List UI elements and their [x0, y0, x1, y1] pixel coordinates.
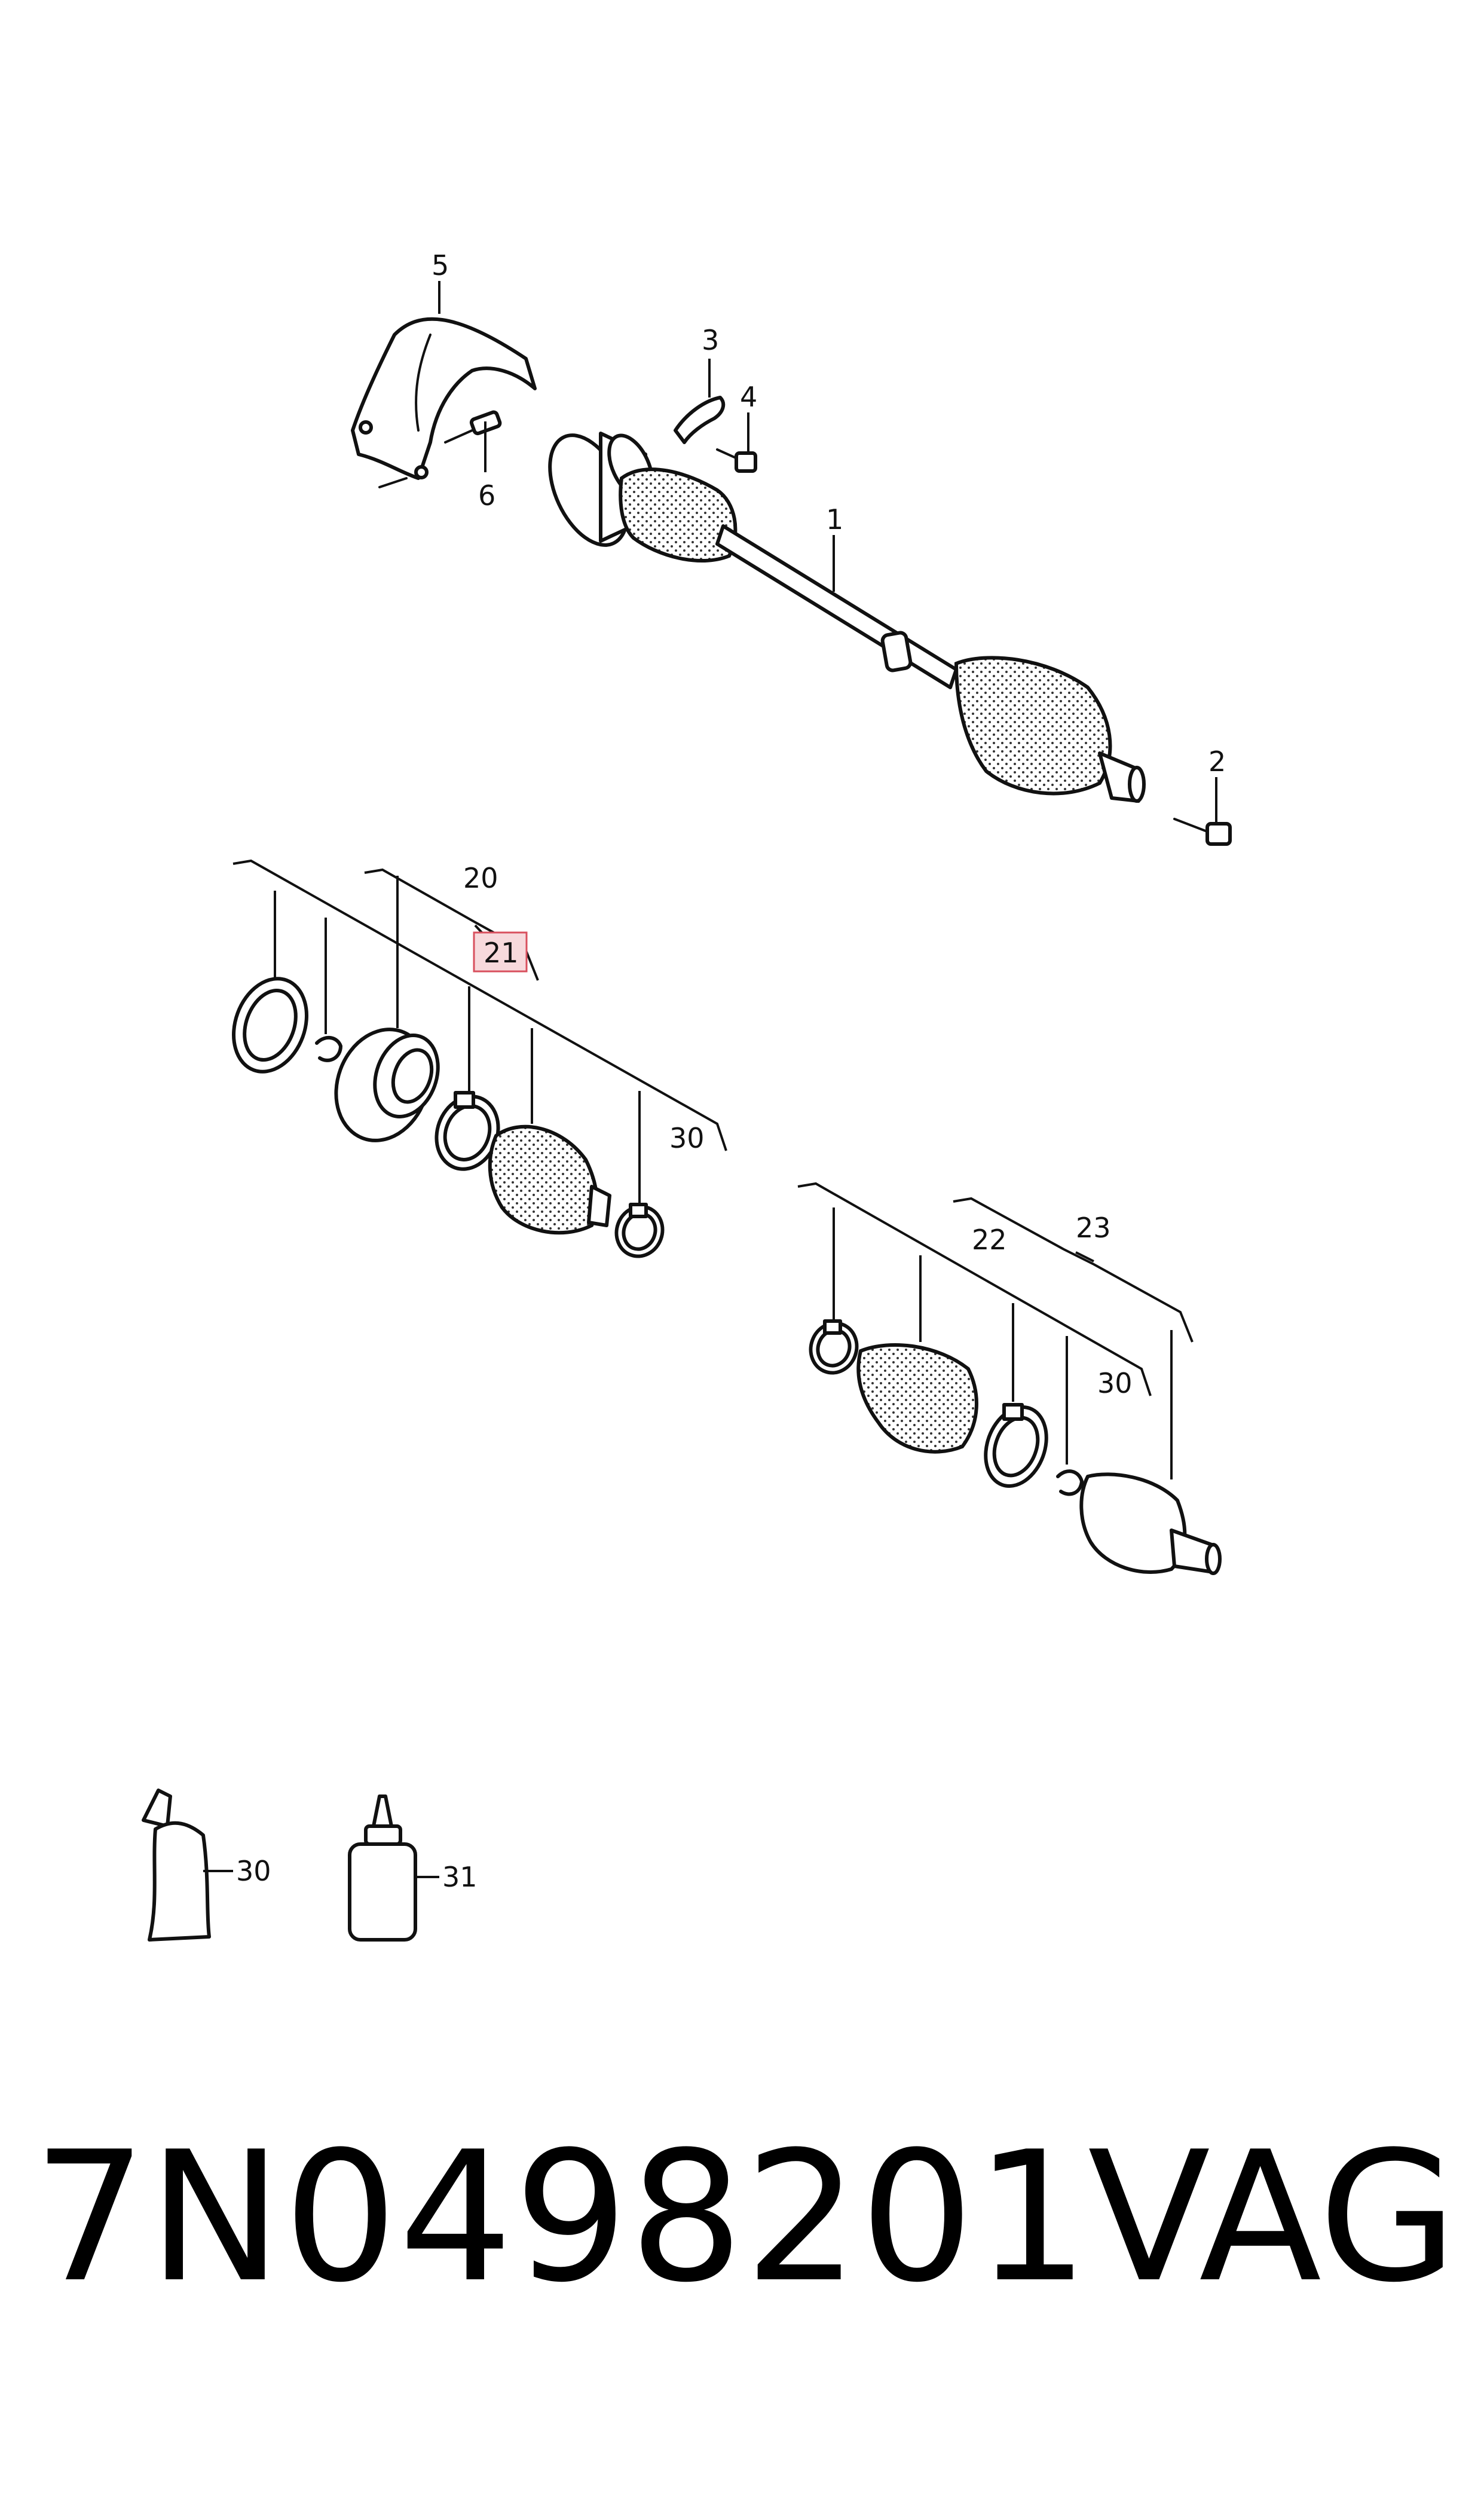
callout-22: 22	[972, 1224, 1007, 1256]
callout-4: 4	[740, 381, 757, 413]
inner-boot	[619, 467, 738, 563]
callout-30c: 30	[236, 1855, 271, 1887]
consumables: 30 31	[142, 1789, 478, 1942]
callout-30b: 30	[1097, 1367, 1133, 1399]
callout-5: 5	[432, 249, 449, 282]
callout-2: 2	[1208, 745, 1226, 778]
grease-tube	[142, 1789, 233, 1942]
callout-6: 6	[478, 479, 495, 512]
callout-31: 31	[442, 1861, 478, 1893]
brand-label: VAG	[1088, 2113, 1458, 2322]
callout-20: 20	[463, 862, 498, 894]
inner-joint-kit: 20 21 30	[232, 859, 727, 1258]
highlight-callout-21	[473, 931, 528, 973]
outer-joint-stub	[1098, 751, 1146, 803]
heat-shield	[351, 317, 537, 488]
clip-3	[674, 396, 726, 444]
bottle	[348, 1794, 439, 1942]
callout-3: 3	[702, 324, 719, 356]
callout-21: 21	[484, 937, 519, 969]
bolt-2	[1173, 818, 1232, 846]
outer-boot	[954, 656, 1112, 796]
outer-joint-kit: 23 22 30	[797, 1182, 1222, 1575]
screw-6	[444, 410, 502, 444]
callout-23: 23	[1076, 1212, 1111, 1244]
shaft	[715, 524, 958, 689]
part-number: 7N0498201	[33, 2113, 1091, 2322]
bolt-4	[716, 448, 757, 473]
callout-1: 1	[826, 503, 843, 536]
drive-shaft-assembly: 5 6 3 4 1 2	[351, 249, 1232, 846]
callout-30a: 30	[669, 1122, 705, 1154]
